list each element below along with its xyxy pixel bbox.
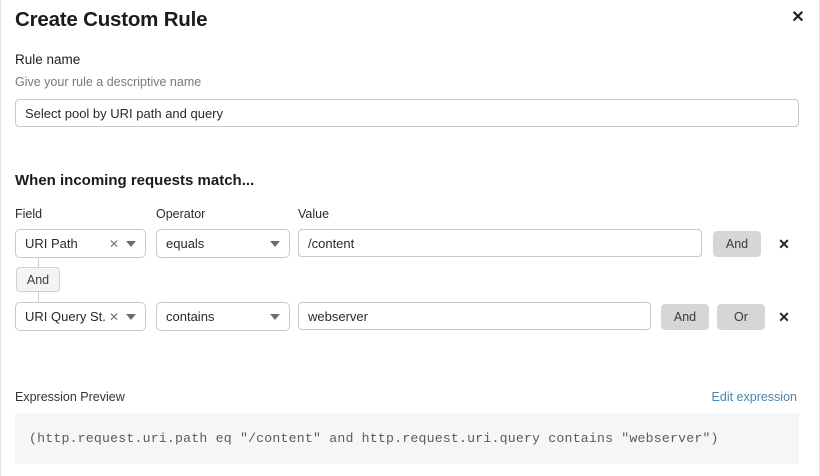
- column-header-operator: Operator: [156, 207, 206, 221]
- condition-row: URI Path ✕ equals And ✕: [1, 229, 820, 259]
- conditions-heading: When incoming requests match...: [15, 172, 255, 189]
- operator-select-2-value: contains: [166, 309, 215, 324]
- and-button-2[interactable]: And: [661, 304, 709, 330]
- edit-expression-link[interactable]: Edit expression: [711, 390, 797, 404]
- chevron-down-icon[interactable]: [126, 240, 136, 247]
- chevron-down-icon[interactable]: [126, 313, 136, 320]
- field-select-2-value: URI Query St...: [25, 309, 105, 324]
- condition-row: URI Query St... ✕ contains And Or ✕: [1, 302, 820, 332]
- close-icon[interactable]: ✕: [791, 9, 805, 26]
- expression-preview-label: Expression Preview: [15, 390, 125, 404]
- or-button-2[interactable]: Or: [717, 304, 765, 330]
- rule-name-help-text: Give your rule a descriptive name: [15, 75, 202, 89]
- column-header-value: Value: [298, 207, 330, 221]
- operator-select-1-value: equals: [166, 236, 205, 251]
- clear-icon[interactable]: ✕: [108, 236, 119, 251]
- clear-icon[interactable]: ✕: [108, 309, 119, 324]
- and-button-1[interactable]: And: [713, 231, 761, 257]
- operator-select-1[interactable]: equals: [156, 229, 290, 258]
- delete-condition-1-icon[interactable]: ✕: [778, 235, 790, 252]
- field-select-2[interactable]: URI Query St... ✕: [15, 302, 146, 331]
- value-input-1[interactable]: [298, 229, 702, 257]
- column-header-field: Field: [15, 207, 43, 221]
- value-input-2[interactable]: [298, 302, 651, 330]
- chevron-down-icon[interactable]: [270, 240, 280, 247]
- expression-preview-box: (http.request.uri.path eq "/content" and…: [15, 413, 799, 464]
- delete-condition-2-icon[interactable]: ✕: [778, 308, 790, 325]
- expression-preview-text: (http.request.uri.path eq "/content" and…: [29, 431, 719, 446]
- dialog-title: Create Custom Rule: [15, 8, 208, 31]
- field-select-1[interactable]: URI Path ✕: [15, 229, 146, 258]
- operator-select-2[interactable]: contains: [156, 302, 290, 331]
- chevron-down-icon[interactable]: [270, 313, 280, 320]
- field-select-1-value: URI Path: [25, 236, 78, 251]
- rule-name-input[interactable]: [15, 99, 799, 127]
- connector-and-badge[interactable]: And: [16, 267, 60, 292]
- rule-name-label: Rule name: [15, 52, 81, 67]
